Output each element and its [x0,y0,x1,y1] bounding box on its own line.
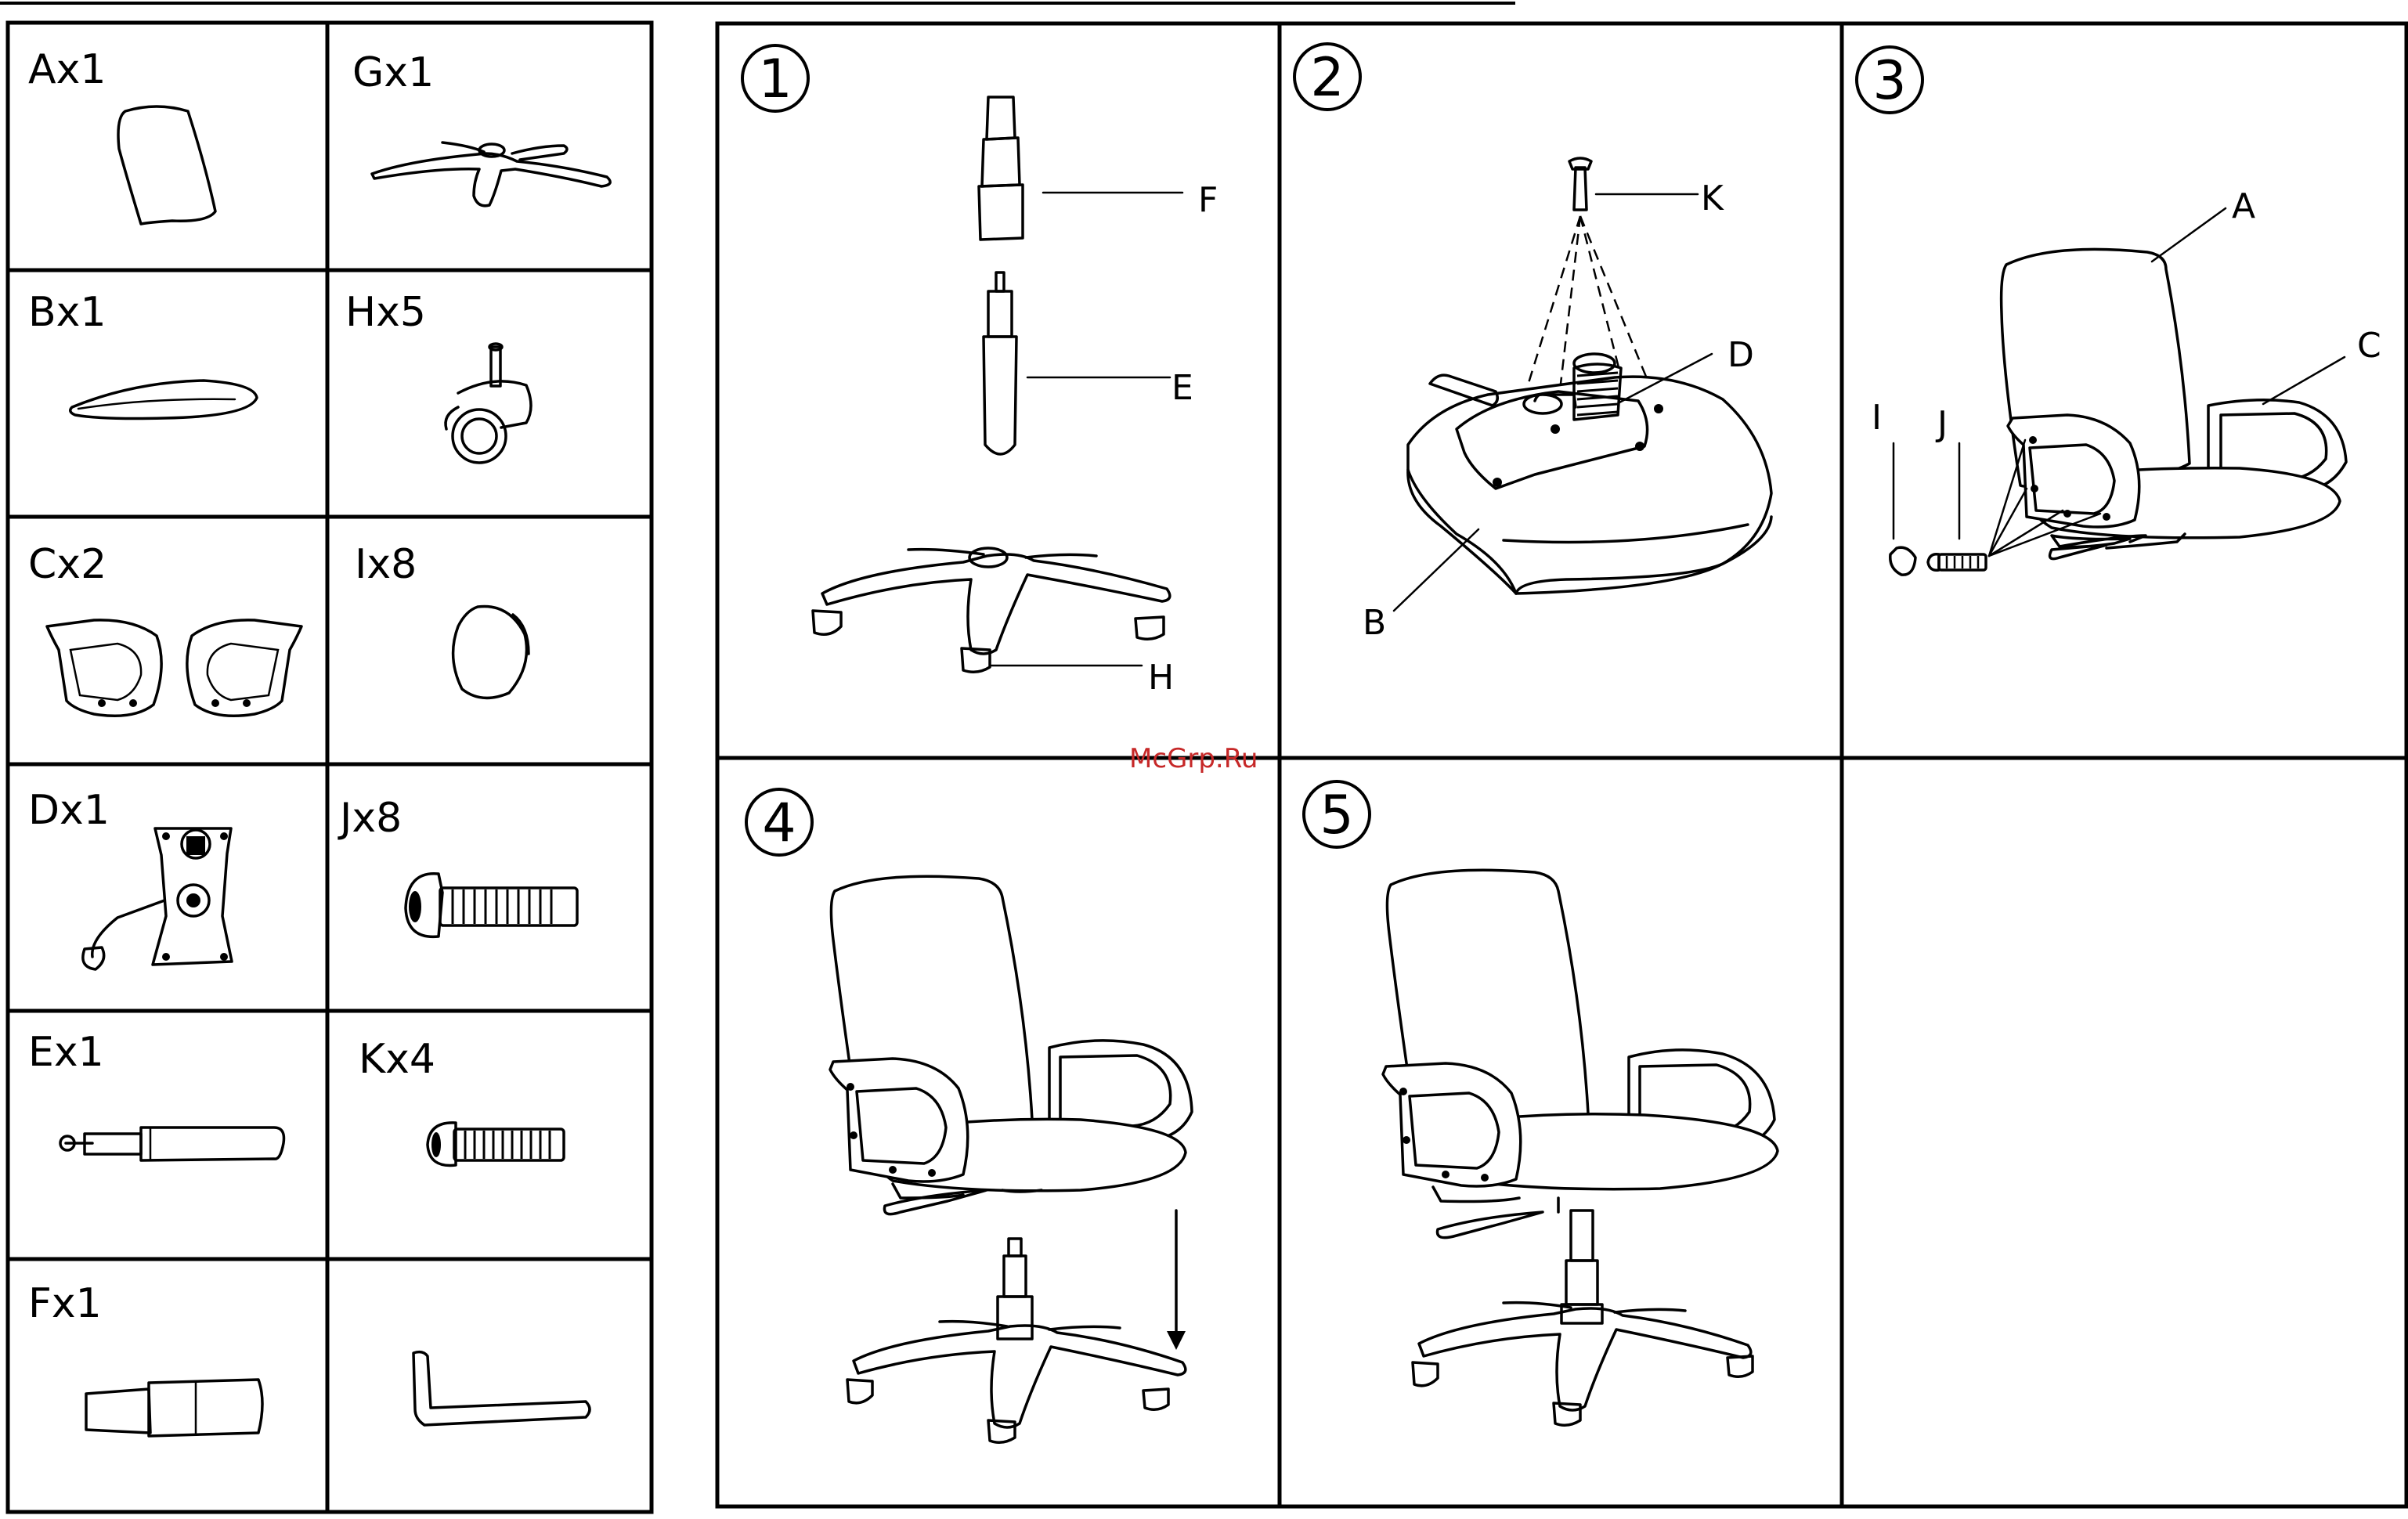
callout-a: A [2232,186,2255,226]
armrest-icon [47,620,301,716]
part-label-a: Ax1 [28,46,106,93]
part-label-h: Hx5 [345,289,426,336]
callout-i: I [1872,398,1882,438]
svg-text:4: 4 [762,792,796,854]
callout-f: F [1198,180,1218,220]
parts-table [8,23,652,1512]
svg-text:3: 3 [1872,50,1906,112]
watermark-text: McGrp.Ru [1129,743,1258,774]
svg-text:2: 2 [1310,47,1344,109]
caster-icon [446,344,531,463]
gas-lift-icon [60,1128,284,1160]
callout-b: B [1363,603,1386,643]
part-label-i: Ix8 [355,541,417,588]
cover-icon [86,1380,262,1436]
seat-icon [70,381,257,419]
step-2-number: 2 [1294,44,1360,110]
step-5-illustration [1383,870,1778,1425]
bolt-icon [406,874,577,937]
mechanism-icon [83,828,232,969]
svg-text:5: 5 [1320,785,1353,846]
base-icon [372,143,610,206]
step-4-illustration [830,876,1192,1442]
allen-key-icon [413,1352,590,1425]
step-5-number: 5 [1304,781,1370,847]
step-2-illustration [1394,158,1771,611]
svg-text:1: 1 [758,49,792,110]
step-3-illustration [1890,208,2346,575]
part-label-d: Dx1 [28,787,110,834]
callout-c: C [2357,326,2381,366]
step-1-illustration [813,97,1182,672]
callout-h: H [1148,658,1174,698]
assembly-grid [717,23,2406,1506]
part-label-j: Jx8 [338,795,402,842]
callout-j: J [1935,404,1948,444]
part-label-g: Gx1 [352,49,434,96]
step-1-number: 1 [742,45,808,111]
part-label-f: Fx1 [28,1280,102,1327]
part-label-b: Bx1 [28,289,107,336]
cap-icon [453,606,529,698]
part-label-c: Cx2 [28,541,107,588]
backrest-icon [118,106,215,224]
callout-e: E [1172,368,1193,408]
step-3-number: 3 [1857,47,1922,113]
screw-icon [428,1123,564,1166]
callout-k: K [1701,179,1724,218]
step-4-number: 4 [746,789,812,855]
callout-d: D [1727,335,1754,375]
part-label-e: Ex1 [28,1029,104,1076]
part-label-k: Kx4 [359,1036,435,1083]
